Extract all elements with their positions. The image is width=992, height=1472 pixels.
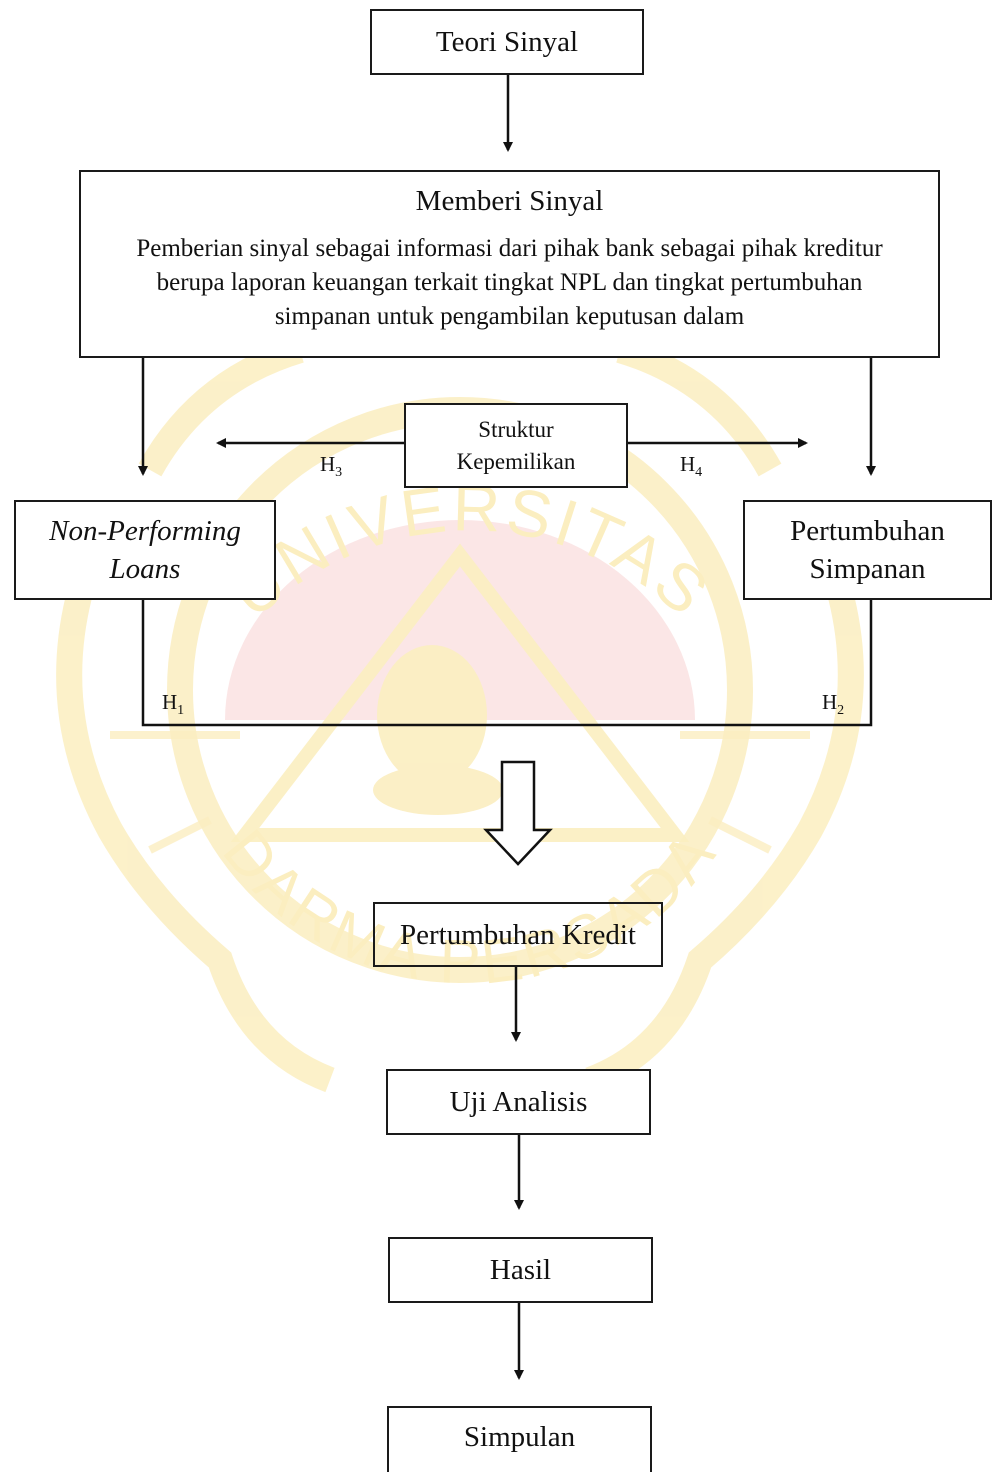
node-teori-sinyal-label: Teori Sinyal <box>435 26 579 58</box>
node-non-performing-loans: Non-Performing Loans <box>14 500 276 600</box>
node-uji-analisis: Uji Analisis <box>386 1069 651 1135</box>
node-simpulan-label: Simpulan <box>463 1421 576 1453</box>
node-uji-analisis-label: Uji Analisis <box>449 1086 588 1118</box>
node-simpanan-line1: Pertumbuhan <box>790 515 945 547</box>
node-struktur-line1: Struktur <box>478 416 554 442</box>
node-memberi-sinyal-description: Pemberian sinyal sebagai informasi dari … <box>136 235 883 330</box>
node-simpulan: Simpulan <box>387 1406 652 1472</box>
node-struktur-line2: Kepemilikan <box>456 448 576 474</box>
node-pertumbuhan-kredit: Pertumbuhan Kredit <box>373 902 663 967</box>
node-npl-line2: Loans <box>109 553 181 585</box>
hypothesis-h2: H2 <box>822 690 845 719</box>
node-pertumbuhan-kredit-label: Pertumbuhan Kredit <box>400 918 636 951</box>
node-npl-line1: Non-Performing <box>49 515 241 547</box>
node-hasil-label: Hasil <box>489 1254 552 1286</box>
hypothesis-h1: H1 <box>162 690 185 719</box>
merge-line <box>141 600 873 727</box>
node-memberi-sinyal-title: Memberi Sinyal <box>415 185 604 217</box>
node-struktur-kepemilikan: Struktur Kepemilikan <box>404 403 628 488</box>
block-arrow-down <box>483 760 553 866</box>
node-memberi-sinyal: Memberi Sinyal Pemberian sinyal sebagai … <box>79 170 940 358</box>
hypothesis-h4: H4 <box>680 452 703 481</box>
hypothesis-h3: H3 <box>320 452 343 481</box>
node-pertumbuhan-simpanan: Pertumbuhan Simpanan <box>743 500 992 600</box>
node-hasil: Hasil <box>388 1237 653 1303</box>
node-simpanan-line2: Simpanan <box>809 553 926 585</box>
node-teori-sinyal: Teori Sinyal <box>370 9 644 75</box>
